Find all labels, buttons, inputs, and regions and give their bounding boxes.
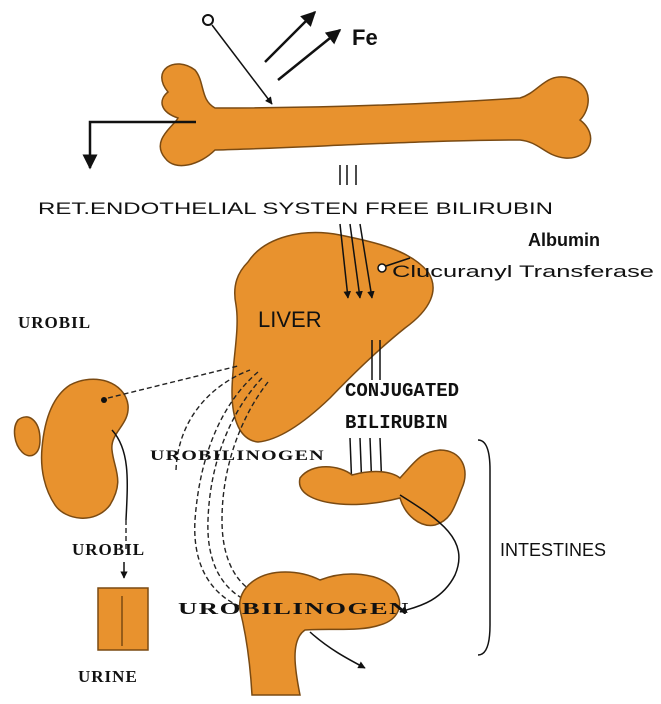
urine-container <box>98 588 148 650</box>
bilirubin-label: BILIRUBIN <box>345 412 448 434</box>
kidney-liver-dash <box>108 366 238 398</box>
kidney-shape <box>42 379 129 518</box>
intestines-bracket <box>478 440 490 655</box>
kidney-dot <box>101 397 107 403</box>
urobil-top-label: UROBIL <box>18 313 91 332</box>
colon-exit-arrow <box>310 632 365 668</box>
liver-label: LIVER <box>258 307 322 332</box>
intestines-label: INTESTINES <box>500 540 606 560</box>
transferase-label: Clucuranyl Transferase <box>392 262 654 281</box>
conjugated-label: CONJUGATED <box>345 380 459 402</box>
bone-shape <box>160 64 590 166</box>
kidney-side <box>15 417 40 456</box>
albumin-label: Albumin <box>528 230 600 250</box>
urobilinogen-upper-label: UROBILINOGEN <box>150 448 325 464</box>
urobilinogen-lower-label: UROBILINOGEN <box>178 599 410 618</box>
red-cell-icon <box>203 15 213 25</box>
albumin-node <box>378 264 386 272</box>
urobil-bottom-label: UROBIL <box>72 540 145 559</box>
urine-label: URINE <box>78 667 138 686</box>
colon-shape <box>240 572 400 695</box>
fe-arrow-2 <box>278 30 340 80</box>
rbc-arrow <box>212 25 272 104</box>
fe-arrow-1 <box>265 12 315 62</box>
ret-system-label: RET.ENDOTHELIAL SYSTEN FREE BILIRUBIN <box>38 199 553 218</box>
fe-label: Fe <box>352 25 378 50</box>
